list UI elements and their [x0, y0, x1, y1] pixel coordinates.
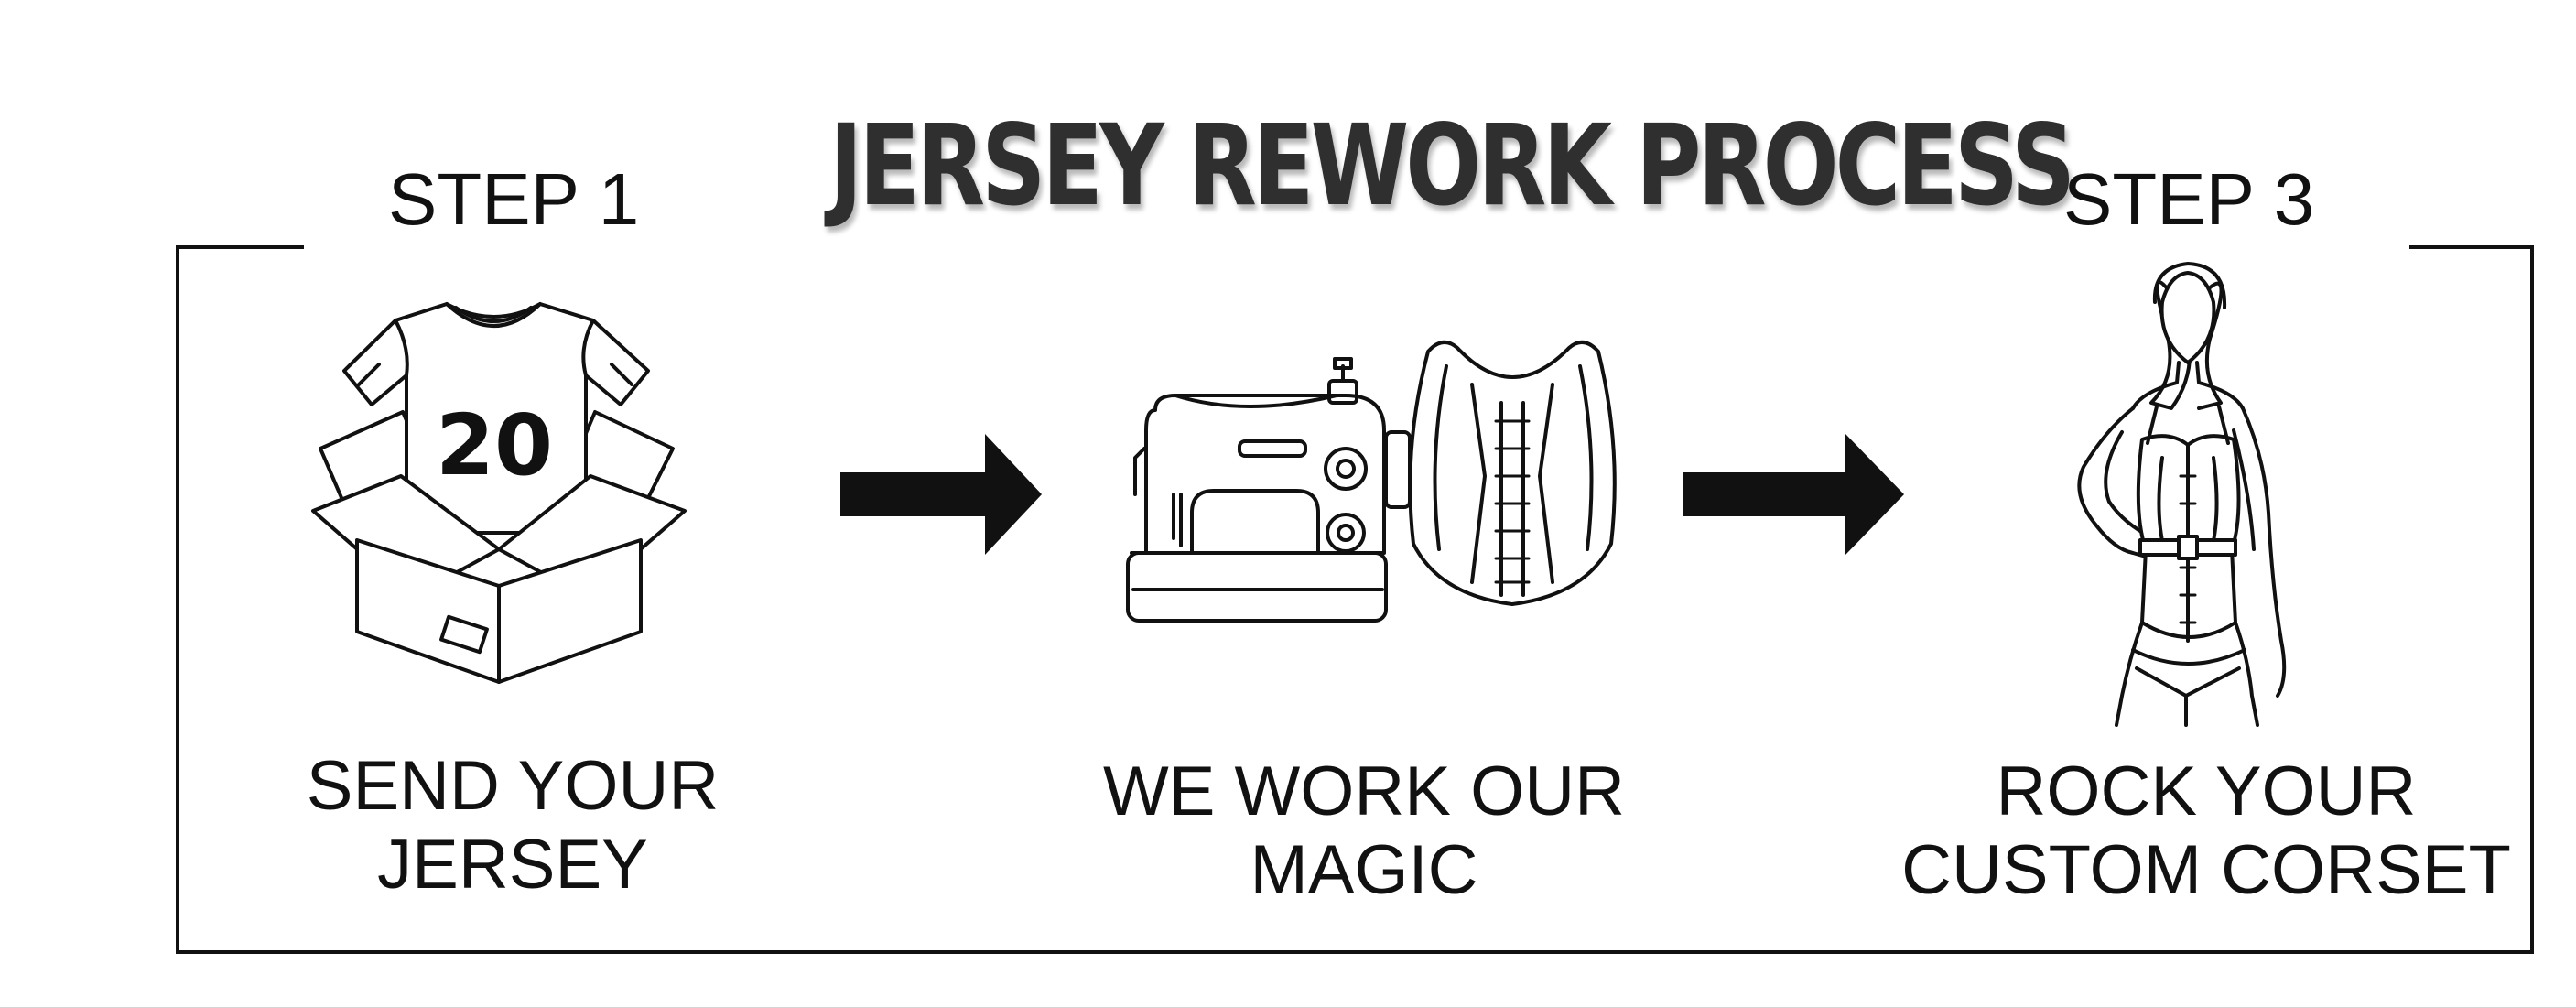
- step-3-label: STEP 3: [2063, 158, 2315, 240]
- step-2-caption-line2: MAGIC: [1250, 831, 1478, 909]
- step-2-caption: WE WORK OUR MAGIC: [1071, 753, 1657, 910]
- frame-border: [176, 245, 2534, 954]
- step-1-caption: SEND YOUR JERSEY: [284, 747, 741, 904]
- jersey-in-box-icon: 20: [311, 302, 687, 684]
- frame-top-left: [176, 245, 304, 249]
- step-2-caption-line1: WE WORK OUR: [1103, 753, 1625, 830]
- step-3-caption-line2: CUSTOM CORSET: [1901, 831, 2511, 909]
- step-1-caption-line2: JERSEY: [377, 826, 648, 904]
- arrow-right-icon: [1683, 434, 1904, 555]
- arrow-right-icon: [840, 434, 1042, 555]
- jersey-number: 20: [436, 396, 553, 494]
- step-1-label: STEP 1: [388, 158, 640, 240]
- frame-top-right: [2409, 245, 2534, 249]
- sewing-machine-corset-icon: [1126, 341, 1617, 623]
- woman-in-corset-icon: [2077, 262, 2287, 727]
- step-3-caption: ROCK YOUR CUSTOM CORSET: [1867, 753, 2545, 910]
- step-3-caption-line1: ROCK YOUR: [1996, 753, 2417, 830]
- step-1-caption-line1: SEND YOUR: [306, 747, 720, 825]
